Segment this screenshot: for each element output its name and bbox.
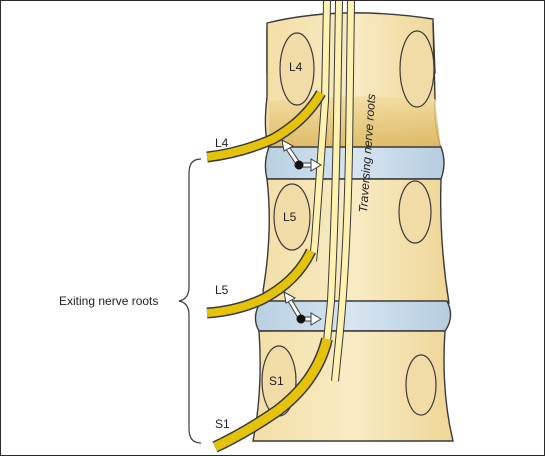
vertebra-s1-body bbox=[252, 330, 454, 442]
pedicle-l5-left bbox=[273, 183, 311, 251]
pedicle-l5-right bbox=[398, 180, 432, 244]
disc-l5-s1 bbox=[254, 300, 452, 332]
arrow-marker-l5 bbox=[283, 291, 322, 326]
exiting-root-label-l5: L5 bbox=[215, 283, 229, 297]
arrow-marker-l4 bbox=[281, 139, 322, 172]
exiting-roots-brace bbox=[178, 158, 202, 444]
exiting-root-label-s1: S1 bbox=[215, 417, 230, 431]
traversing-nerve-roots bbox=[309, 1, 355, 382]
vertebra-label-s1: S1 bbox=[269, 374, 284, 388]
exiting-nerve-roots-label: Exiting nerve roots bbox=[59, 294, 158, 308]
exiting-root-label-l4: L4 bbox=[215, 136, 229, 150]
vertebra-label-l4: L4 bbox=[289, 60, 303, 74]
pedicle-l4-left bbox=[279, 32, 315, 106]
pedicle-s1-right bbox=[405, 354, 437, 416]
pedicle-l4-right bbox=[399, 30, 435, 108]
vertebra-label-l5: L5 bbox=[283, 210, 297, 224]
